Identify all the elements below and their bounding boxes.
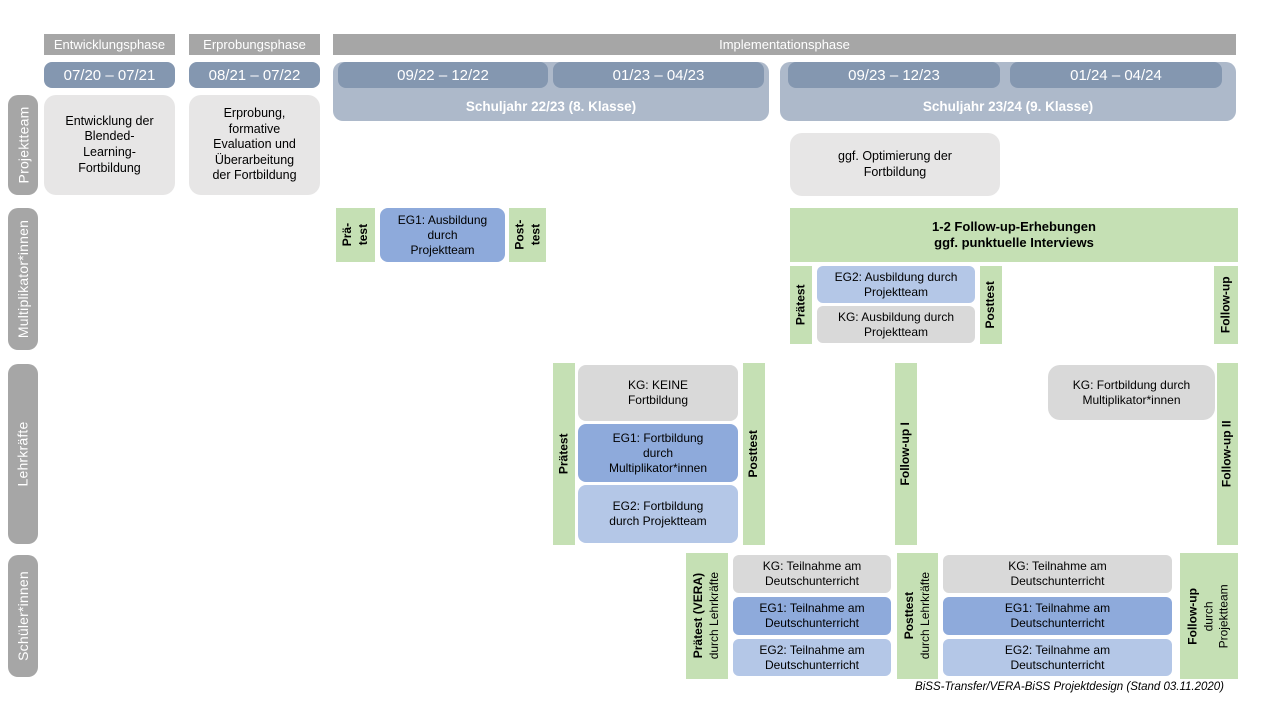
task-box-erprobung-evaluation: Erprobung, formative Evaluation und Über… <box>189 95 320 195</box>
row-label-schuelerinnen: Schüler*innen <box>8 555 38 677</box>
phase-header-implementationsphase: Implementationsphase <box>333 34 1236 55</box>
task-box-eg2-fortbildung-projektteam: EG2: Fortbildung durch Projektteam <box>578 485 738 543</box>
row-label-multiplikatorinnen: Multiplikator*innen <box>8 208 38 350</box>
task-box-eg2-deutschunterricht-2: EG2: Teilnahme am Deutschunterricht <box>943 639 1172 676</box>
test-bar-posttest-multiplikator-1: Post- test <box>509 208 546 262</box>
period-bar-0923-1223: 09/23 – 12/23 <box>788 62 1000 88</box>
period-bar-0821-0722: 08/21 – 07/22 <box>189 62 320 88</box>
task-box-eg2-ausbildung-projektteam: EG2: Ausbildung durch Projektteam <box>817 266 975 303</box>
test-bar-followup1-lehrkraefte: Follow-up I <box>895 363 917 545</box>
info-box-followup-erhebungen: 1-2 Follow-up-Erhebungen ggf. punktuelle… <box>790 208 1238 262</box>
task-box-eg1-fortbildung-multiplikatoren: EG1: Fortbildung durch Multiplikator*inn… <box>578 424 738 482</box>
test-bar-praetest-vera-schueler: Prätest (VERA) durch Lehrkräfte <box>686 553 728 679</box>
task-box-eg1-deutschunterricht-1: EG1: Teilnahme am Deutschunterricht <box>733 597 891 635</box>
test-bar-praetest-multiplikator-2: Prätest <box>790 266 812 344</box>
task-box-kg-deutschunterricht-1: KG: Teilnahme am Deutschunterricht <box>733 555 891 593</box>
row-label-lehrkraefte: Lehrkräfte <box>8 364 38 544</box>
school-year-label-23-24: Schuljahr 23/24 (9. Klasse) <box>922 99 1094 114</box>
period-bar-0720-0721: 07/20 – 07/21 <box>44 62 175 88</box>
test-bar-posttest-schueler: Posttest durch Lehrkräfte <box>897 553 938 679</box>
footer-caption: BiSS-Transfer/VERA-BiSS Projektdesign (S… <box>915 681 1224 693</box>
period-bar-0922-1222: 09/22 – 12/22 <box>338 62 548 88</box>
test-bar-followup-multiplikator: Follow-up <box>1214 266 1238 344</box>
task-box-kg-keine-fortbildung: KG: KEINE Fortbildung <box>578 365 738 421</box>
test-bar-praetest-lehrkraefte: Prätest <box>553 363 575 545</box>
test-bar-followup-schueler: Follow-up durch Projektteam <box>1180 553 1238 679</box>
task-box-optimierung-fortbildung: ggf. Optimierung der Fortbildung <box>790 133 1000 196</box>
task-box-kg-deutschunterricht-2: KG: Teilnahme am Deutschunterricht <box>943 555 1172 593</box>
phase-header-erprobungsphase: Erprobungsphase <box>189 34 320 55</box>
task-box-kg-ausbildung-projektteam: KG: Ausbildung durch Projektteam <box>817 306 975 343</box>
test-bar-followup2-lehrkraefte: Follow-up II <box>1217 363 1238 545</box>
school-year-container-23-24: 09/23 – 12/23 01/24 – 04/24 Schuljahr 23… <box>780 62 1236 121</box>
test-bar-posttest-lehrkraefte: Posttest <box>743 363 765 545</box>
period-bar-0123-0423: 01/23 – 04/23 <box>553 62 764 88</box>
task-box-kg-fortbildung-multiplikatoren: KG: Fortbildung durch Multiplikator*inne… <box>1048 365 1215 420</box>
task-box-eg1-ausbildung-projektteam: EG1: Ausbildung durch Projektteam <box>380 208 505 262</box>
test-bar-praetest-multiplikator-1: Prä- test <box>336 208 375 262</box>
task-box-eg1-deutschunterricht-2: EG1: Teilnahme am Deutschunterricht <box>943 597 1172 635</box>
period-bar-0124-0424: 01/24 – 04/24 <box>1010 62 1222 88</box>
task-box-entwicklung-fortbildung: Entwicklung der Blended- Learning- Fortb… <box>44 95 175 195</box>
test-bar-posttest-multiplikator-2: Posttest <box>980 266 1002 344</box>
phase-header-entwicklungsphase: Entwicklungsphase <box>44 34 175 55</box>
task-box-eg2-deutschunterricht-1: EG2: Teilnahme am Deutschunterricht <box>733 639 891 676</box>
school-year-label-22-23: Schuljahr 22/23 (8. Klasse) <box>465 99 637 114</box>
school-year-container-22-23: 09/22 – 12/22 01/23 – 04/23 Schuljahr 22… <box>333 62 769 121</box>
row-label-projektteam: Projektteam <box>8 95 38 195</box>
